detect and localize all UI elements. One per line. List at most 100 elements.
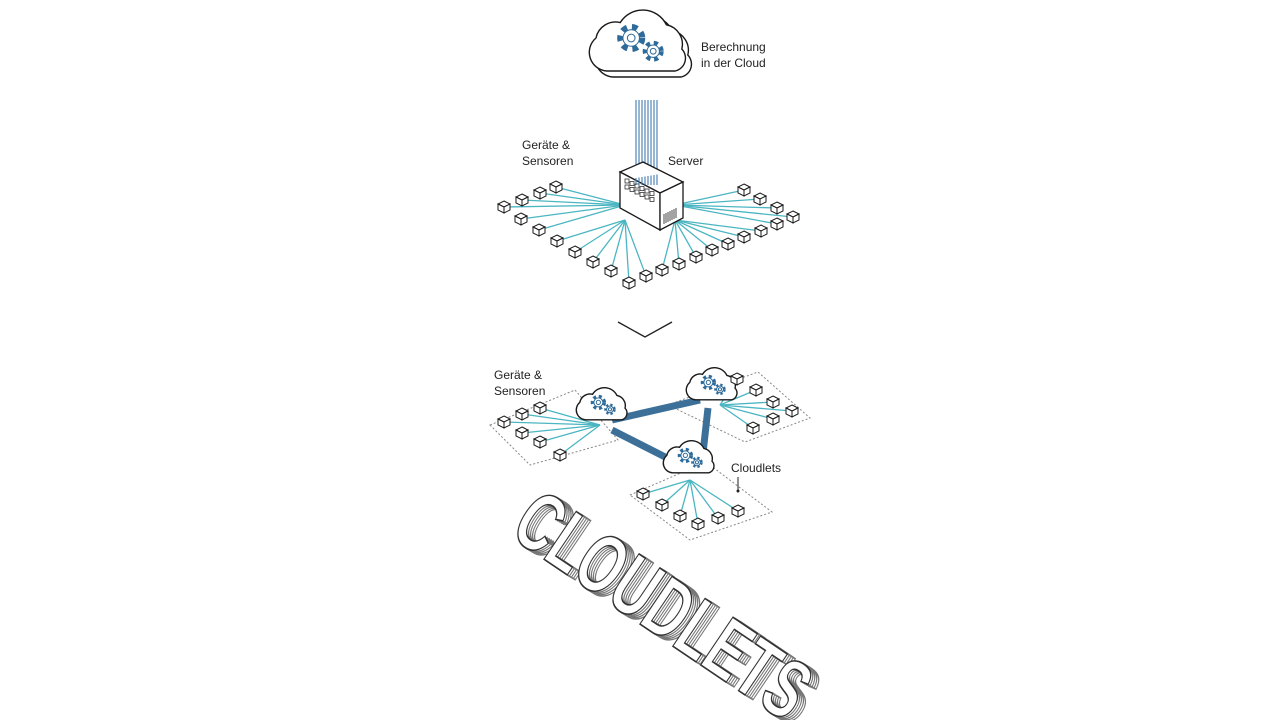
device-cube-icon — [688, 250, 704, 264]
cube-right — [792, 213, 800, 224]
gear-icon — [642, 40, 664, 62]
cube-right — [539, 189, 547, 200]
device-link — [719, 404, 793, 412]
devices-label-bottom-line1: Geräte & — [494, 368, 542, 382]
device-cube-icon — [621, 276, 637, 290]
device-cubes-top — [496, 180, 801, 290]
device-link — [674, 219, 680, 265]
device-links-bottom — [503, 378, 793, 525]
device-link — [719, 404, 754, 429]
device-cube-icon — [552, 448, 568, 462]
cube-right — [661, 266, 669, 277]
device-link — [624, 219, 647, 277]
device-cube-icon — [785, 210, 801, 224]
cloudlet-link — [610, 426, 677, 466]
device-link — [674, 219, 745, 238]
device-cubes-bottom — [496, 372, 800, 531]
cube-right — [645, 272, 653, 283]
device-cube-icon — [549, 234, 565, 248]
device-link — [574, 219, 626, 253]
device-link — [559, 424, 601, 456]
device-cube-icon — [532, 186, 548, 200]
device-cube-icon — [748, 383, 764, 397]
device-link — [521, 413, 601, 426]
cube-right — [791, 407, 799, 418]
cube-right — [772, 415, 780, 426]
cloud-icon — [662, 439, 715, 474]
device-cube-icon — [769, 201, 785, 215]
server-port — [629, 187, 635, 192]
chevron-down-icon — [617, 321, 673, 338]
gear-teeth — [642, 40, 664, 62]
device-cube-icon — [654, 263, 670, 277]
cloud-icon — [685, 366, 738, 401]
device-cube-icon — [690, 517, 706, 531]
device-link — [539, 407, 601, 426]
cube-right — [776, 204, 784, 215]
server-port — [639, 192, 645, 197]
cloud-label-line2: in der Cloud — [701, 56, 766, 70]
gear-icon — [604, 403, 616, 416]
gear-icon — [617, 23, 646, 53]
gear-hole — [649, 47, 657, 55]
device-cube-icon — [736, 183, 752, 197]
device-cube-icon — [531, 223, 547, 237]
cube-right — [628, 279, 636, 290]
device-link — [674, 219, 762, 232]
device-cube-icon — [532, 435, 548, 449]
gear-body — [693, 458, 701, 467]
server-port — [639, 186, 645, 191]
cube-right — [772, 398, 780, 409]
cube-right — [503, 203, 511, 214]
cube-right — [642, 490, 650, 501]
device-link — [642, 479, 691, 495]
device-cube-icon — [753, 224, 769, 238]
device-cube-icon — [765, 395, 781, 409]
device-cube-icon — [514, 426, 530, 440]
cloudlet-zone — [629, 461, 774, 541]
gear-teeth — [700, 374, 717, 391]
gear-icon — [714, 383, 726, 396]
server-icon — [618, 161, 685, 232]
devices-label-top-line1: Geräte & — [522, 138, 570, 152]
gear-body — [646, 44, 660, 58]
cube-right — [697, 520, 705, 531]
cube-right — [661, 501, 669, 512]
device-link — [674, 204, 794, 218]
gear-teeth — [604, 403, 616, 416]
server-port — [634, 183, 640, 189]
cube-right — [521, 410, 529, 421]
gear-icon — [677, 447, 694, 464]
server-port — [649, 197, 655, 202]
device-cube-icon — [514, 193, 530, 207]
cube-right — [679, 512, 687, 523]
device-link — [610, 219, 626, 272]
device-cube-icon — [638, 269, 654, 283]
device-link — [674, 198, 761, 206]
cube-right — [555, 183, 563, 194]
device-cube-icon — [710, 511, 726, 525]
device-link — [539, 192, 626, 206]
device-link — [555, 186, 626, 206]
device-cube-icon — [784, 404, 800, 418]
device-link — [592, 219, 626, 263]
cloudlets-label-dot — [736, 489, 740, 493]
central-cloud — [588, 9, 693, 78]
device-cube-icon — [567, 245, 583, 259]
server-port — [634, 189, 640, 195]
cloud-label-line1: Berechnung — [701, 40, 766, 54]
cube-right — [743, 186, 751, 197]
gear-body — [622, 29, 640, 47]
gear-icon — [691, 456, 703, 469]
device-link — [674, 219, 713, 251]
device-cube-icon — [513, 212, 529, 226]
cube-right — [776, 220, 784, 231]
device-cube-icon — [548, 180, 564, 194]
device-link — [674, 219, 697, 258]
gear-icon — [590, 394, 607, 411]
cube-right — [752, 424, 760, 435]
device-cube-icon — [654, 498, 670, 512]
cube-right — [610, 267, 618, 278]
gear-teeth — [617, 23, 646, 53]
gear-icon — [700, 374, 717, 391]
